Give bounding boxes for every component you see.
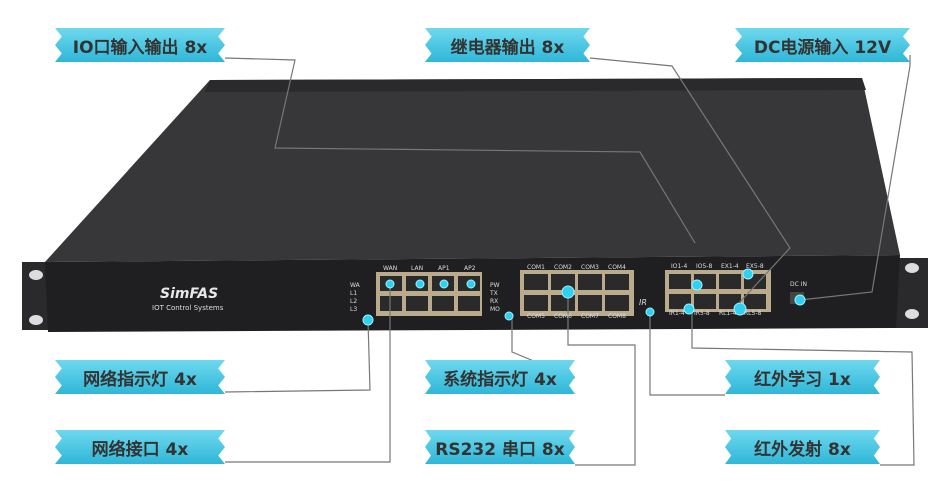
callout-io: IO口输入输出 8x [55,28,225,62]
callout-ir-emit: 红外发射 8x [725,430,880,464]
port-label: LAN [411,265,424,272]
port-label: IR1-4 [669,310,685,317]
led-label: L2 [350,298,358,305]
leader-lines [224,55,915,466]
led-label: TX [490,290,498,297]
port-label: AP2 [464,265,476,272]
chassis-top [45,78,900,262]
port-label: EX1-4 [721,263,739,270]
port-label: RL5-8 [744,310,762,317]
port-label: COM1 [527,264,545,271]
port-label: COM4 [608,264,626,271]
port-label: COM3 [581,264,599,271]
port-label: WAN [383,265,398,272]
port-label: COM7 [581,313,599,320]
port-label: COM2 [554,264,572,271]
led-label: PW [490,282,500,289]
sys-led-labels: PW TX RX MO [490,282,500,314]
callout-rs232: RS232 串口 8x [425,430,575,464]
ir-label: IR [639,298,647,307]
dc-in-label: DC IN [790,281,807,288]
callout-net-port: 网络接口 4x [55,430,225,464]
port-label: IO1-4 [671,263,688,270]
led-label: WA [350,282,360,289]
callout-ir-learn: 红外学习 1x [725,360,880,394]
port-label: COM6 [554,313,572,320]
port-label: IR5-8 [694,310,710,317]
port-label: COM8 [608,313,626,320]
brand-logo: SimFAS [160,286,219,302]
callout-sys-led: 系统指示灯 4x [425,360,575,394]
callout-dc: DC电源输入 12V [735,28,910,62]
led-label: L3 [350,306,358,313]
port-label: IO5-8 [696,263,713,270]
net-led-labels: WA L1 L2 L3 [350,282,360,314]
port-label: RL1-4 [719,310,737,317]
port-label: COM5 [527,313,545,320]
brand-subtitle: IOT Control Systems [152,304,224,312]
callout-net-led: 网络指示灯 4x [55,360,225,394]
port-label: EX5-8 [746,263,764,270]
marker-dots [362,268,806,326]
port-label: AP1 [438,265,450,272]
callout-relay: 继电器输出 8x [425,28,590,62]
led-label: L1 [350,290,358,297]
led-label: MO [490,306,500,313]
led-label: RX [490,298,499,305]
